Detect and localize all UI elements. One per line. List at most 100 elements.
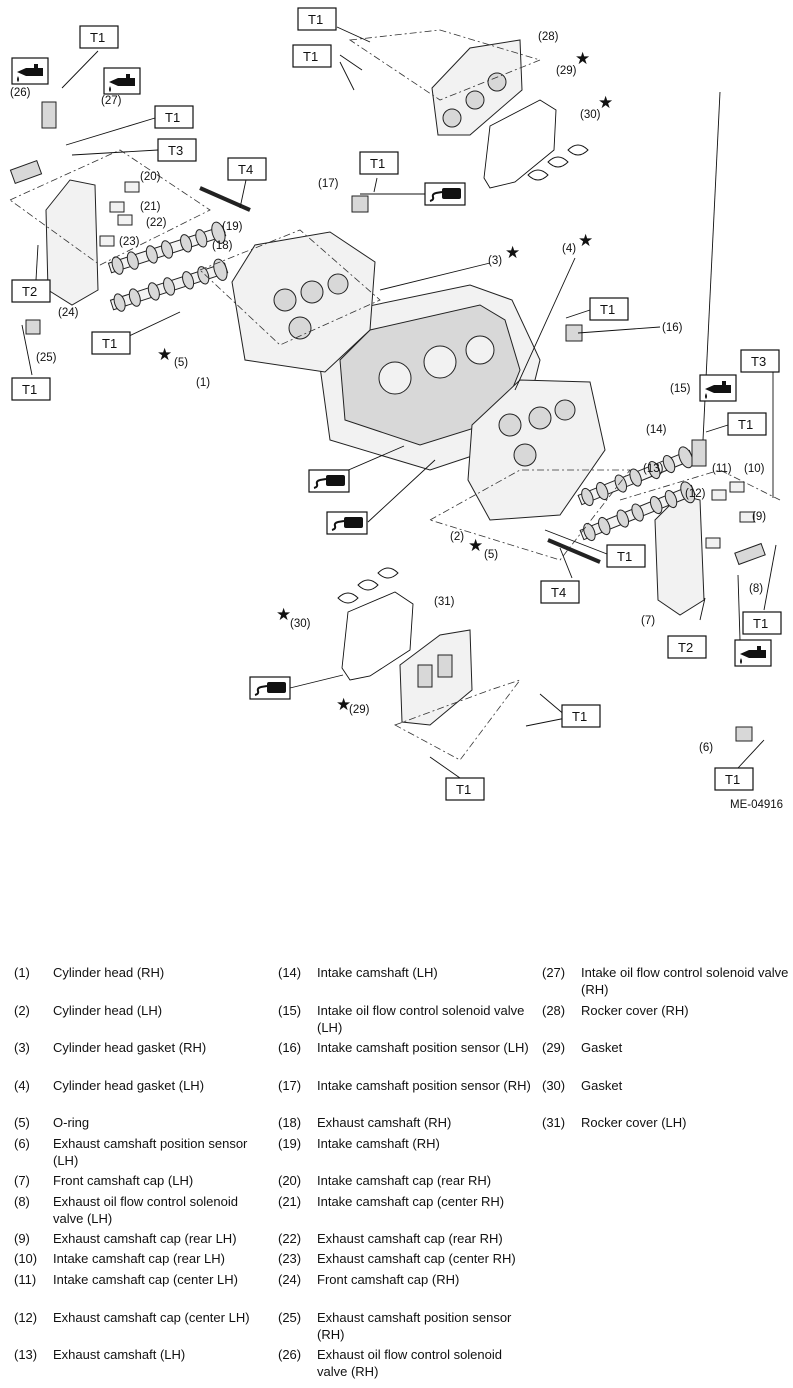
torque-box-t3-rh: T3 [157, 138, 197, 162]
callout-27: (27) [101, 95, 122, 107]
callout-4: (4) [562, 243, 576, 255]
callout-26: (26) [10, 87, 31, 99]
head-bolt-rh [199, 186, 251, 212]
torque-box-t1-rh-bolt: T1 [154, 105, 194, 129]
svg-text:T2: T2 [678, 640, 693, 655]
sealant-tube-icon [424, 182, 466, 206]
callout-6: (6) [699, 742, 713, 754]
callout-29b: (29) [349, 704, 370, 716]
figure-id: ME-04916 [730, 799, 783, 811]
svg-text:★: ★ [336, 695, 351, 715]
torque-box-t1-bottom: T1 [445, 777, 485, 801]
sensor-25 [25, 319, 41, 335]
solenoid-valve-26 [9, 159, 43, 185]
svg-text:T3: T3 [168, 143, 183, 158]
torque-box-t1-lh-bolt: T1 [606, 544, 646, 568]
callout-10: (10) [744, 463, 765, 475]
callout-20: (20) [140, 171, 161, 183]
exploded-view-diagram: T1 T1 T1 T1 T3 T4 T1 T2 T1 T1 T1 T3 T1 T… [9, 7, 783, 811]
torque-box-t4-lh: T4 [540, 580, 580, 604]
svg-text:T3: T3 [751, 354, 766, 369]
svg-text:T1: T1 [753, 616, 768, 631]
callout-31: (31) [434, 596, 455, 608]
sealant-tube-icon [249, 676, 291, 700]
svg-text:T1: T1 [370, 156, 385, 171]
cam-caps-rh [99, 181, 140, 247]
cylinder-head-rh [231, 231, 376, 373]
torque-box-t1-rh-side: T1 [91, 331, 131, 355]
svg-text:★: ★ [505, 243, 520, 263]
torque-box-t3-lh: T3 [740, 349, 780, 373]
torque-box-t1-top-b: T1 [292, 44, 332, 68]
solenoid-valve-8 [734, 542, 766, 566]
rocker-cover-lh [399, 629, 473, 726]
callout-1: (1) [196, 377, 210, 389]
svg-text:T1: T1 [165, 110, 180, 125]
oil-can-icon [734, 639, 772, 667]
callout-25: (25) [36, 352, 57, 364]
callout-5b: (5) [484, 549, 498, 561]
svg-text:T1: T1 [102, 336, 117, 351]
callout-7: (7) [641, 615, 655, 627]
engine-block [317, 284, 541, 471]
callout-14: (14) [646, 424, 667, 436]
callout-17: (17) [318, 178, 339, 190]
callout-30b: (30) [290, 618, 311, 630]
svg-text:T1: T1 [22, 382, 37, 397]
replace-star-icon: ★ ★ ★ ★ ★ ★ ★ ★ [157, 49, 613, 715]
svg-text:★: ★ [276, 605, 291, 625]
torque-box-t1-27: T1 [79, 25, 119, 49]
svg-text:T4: T4 [551, 585, 566, 600]
callout-13: (13) [643, 463, 664, 475]
svg-text:★: ★ [598, 93, 613, 113]
svg-text:T1: T1 [308, 12, 323, 27]
front-camshaft-cap-rh [45, 179, 99, 306]
solenoid-valve-15 [691, 439, 707, 467]
callout-29a: (29) [556, 65, 577, 77]
torque-box-t1-15: T1 [727, 412, 767, 436]
callout-18: (18) [212, 240, 233, 252]
sensor-17 [351, 195, 369, 213]
sealant-tube-icon [308, 469, 350, 493]
front-camshaft-cap-lh [654, 494, 705, 616]
assembly-lines [9, 29, 781, 761]
sealant-tube-icon [326, 511, 368, 535]
callout-16: (16) [662, 322, 683, 334]
torque-box-t1-top-a: T1 [297, 7, 337, 31]
callout-9: (9) [752, 511, 766, 523]
gasket-30-rh [527, 144, 589, 181]
svg-text:★: ★ [578, 231, 593, 251]
callout-22: (22) [146, 217, 167, 229]
svg-text:T2: T2 [22, 284, 37, 299]
callout-8: (8) [749, 583, 763, 595]
oil-can-icon [103, 67, 141, 95]
callout-24: (24) [58, 307, 79, 319]
oil-can-icon [699, 374, 737, 402]
head-bolt-lh [547, 538, 601, 564]
torque-box-t1-25: T1 [11, 377, 51, 401]
torque-box-t1-31: T1 [561, 704, 601, 728]
svg-text:★: ★ [575, 49, 590, 69]
svg-text:T1: T1 [617, 549, 632, 564]
callout-11: (11) [712, 463, 732, 475]
torque-box-t1-6: T1 [714, 767, 754, 791]
torque-box-t1-16: T1 [589, 297, 629, 321]
callout-30a: (30) [580, 109, 601, 121]
callout-19: (19) [222, 221, 243, 233]
gasket-30-lh [337, 567, 399, 604]
solenoid-valve-27 [41, 101, 57, 129]
torque-box-t2-lh: T2 [667, 635, 707, 659]
svg-text:T1: T1 [738, 417, 753, 432]
callout-28: (28) [538, 31, 559, 43]
callout-2: (2) [450, 531, 464, 543]
callout-15: (15) [670, 383, 691, 395]
callout-labels: (1) (2) (3) (4) (5) (5) (6) (7) (8) (9) … [10, 31, 766, 754]
callout-23: (23) [119, 236, 140, 248]
svg-text:T1: T1 [90, 30, 105, 45]
svg-text:T1: T1 [725, 772, 740, 787]
torque-box-t2-rh: T2 [11, 279, 51, 303]
torque-box-t1-17: T1 [359, 151, 399, 175]
cylinder-head-lh [467, 379, 606, 521]
sensor-6 [735, 726, 753, 742]
callout-21: (21) [140, 201, 161, 213]
